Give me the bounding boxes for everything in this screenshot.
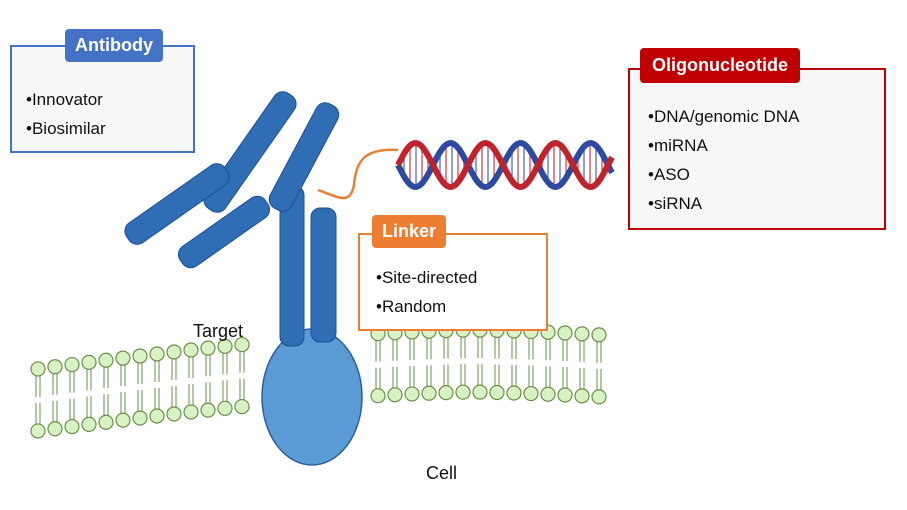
lipid-head [200,402,216,418]
antibody-panel: Antibody •Innovator •Biosimilar [10,29,195,153]
list-item: •Innovator [26,90,103,109]
lipid-head [132,410,148,426]
lipid-head [234,398,250,415]
lipid-head [81,354,97,370]
lipid-head [30,423,46,439]
oligonucleotide-list: •DNA/genomic DNA •miRNA •ASO •siRNA [648,102,799,218]
lipid-head [370,388,386,404]
lipid-head [166,344,182,360]
lipid-head [574,388,590,404]
antibody-title: Antibody [65,29,163,62]
lipid-head [472,384,488,400]
target-label: Target [193,321,244,341]
lipid-head [489,384,505,401]
lipid-head [64,418,80,435]
antibody-fab-arm-upper-right [268,102,340,212]
lipid-head [183,404,199,420]
target-receptor [261,328,363,466]
lipid-head [200,340,216,356]
lipid-head [98,352,114,368]
dna-strand-red [395,139,615,191]
lipid-head [557,325,573,341]
lipid-head [523,385,539,402]
list-item: •Random [376,297,447,316]
lipid-head [81,416,97,432]
lipid-head [217,338,233,354]
lipid-head [217,400,233,416]
lipid-head [166,406,182,422]
oligonucleotide-title: Oligonucleotide [640,48,801,83]
antibody-list: •Innovator •Biosimilar [26,85,106,143]
dna-helix [395,139,615,191]
list-item: •miRNA [648,136,708,155]
antibody-fab-arm-lower [124,163,230,245]
lipid-head [149,408,165,424]
lipid-head [115,412,131,428]
lipid-head [64,356,80,373]
oligonucleotide-panel: Oligonucleotide •DNA/genomic DNA •miRNA … [628,48,886,230]
lipid-head [183,342,199,358]
list-item: •DNA/genomic DNA [648,107,800,126]
lipid-head [421,385,437,401]
lipid-head [387,387,403,403]
lipid-head [98,414,114,430]
lipid-head [591,327,607,343]
lipid-head [132,348,148,364]
lipid-head [47,359,63,375]
linker-list: •Site-directed •Random [376,263,477,321]
lipid-head [438,385,454,401]
lipid-head [540,386,556,402]
linker-chain [317,148,399,200]
antibody-fab-arm-lower-2 [177,195,271,269]
list-item: •Site-directed [376,268,478,287]
lipid-head [30,361,46,377]
lipid-head [404,386,420,402]
antibody-heavy-chain-right [310,207,337,343]
lipid-head [506,385,522,401]
lipid-head [574,326,590,342]
lipid-head [591,389,607,405]
antibody [124,91,340,347]
lipid-head [557,387,573,403]
lipid-head [115,350,131,366]
lipid-head [47,421,63,437]
list-item: •ASO [648,165,690,184]
list-item: •Biosimilar [26,119,106,138]
list-item: •siRNA [648,194,703,213]
lipid-head [234,336,250,353]
cell-label: Cell [426,463,458,483]
lipid-head [149,346,165,362]
linker-title: Linker [372,215,447,248]
lipid-head [455,384,471,400]
linker-panel: Linker •Site-directed •Random [358,215,548,331]
